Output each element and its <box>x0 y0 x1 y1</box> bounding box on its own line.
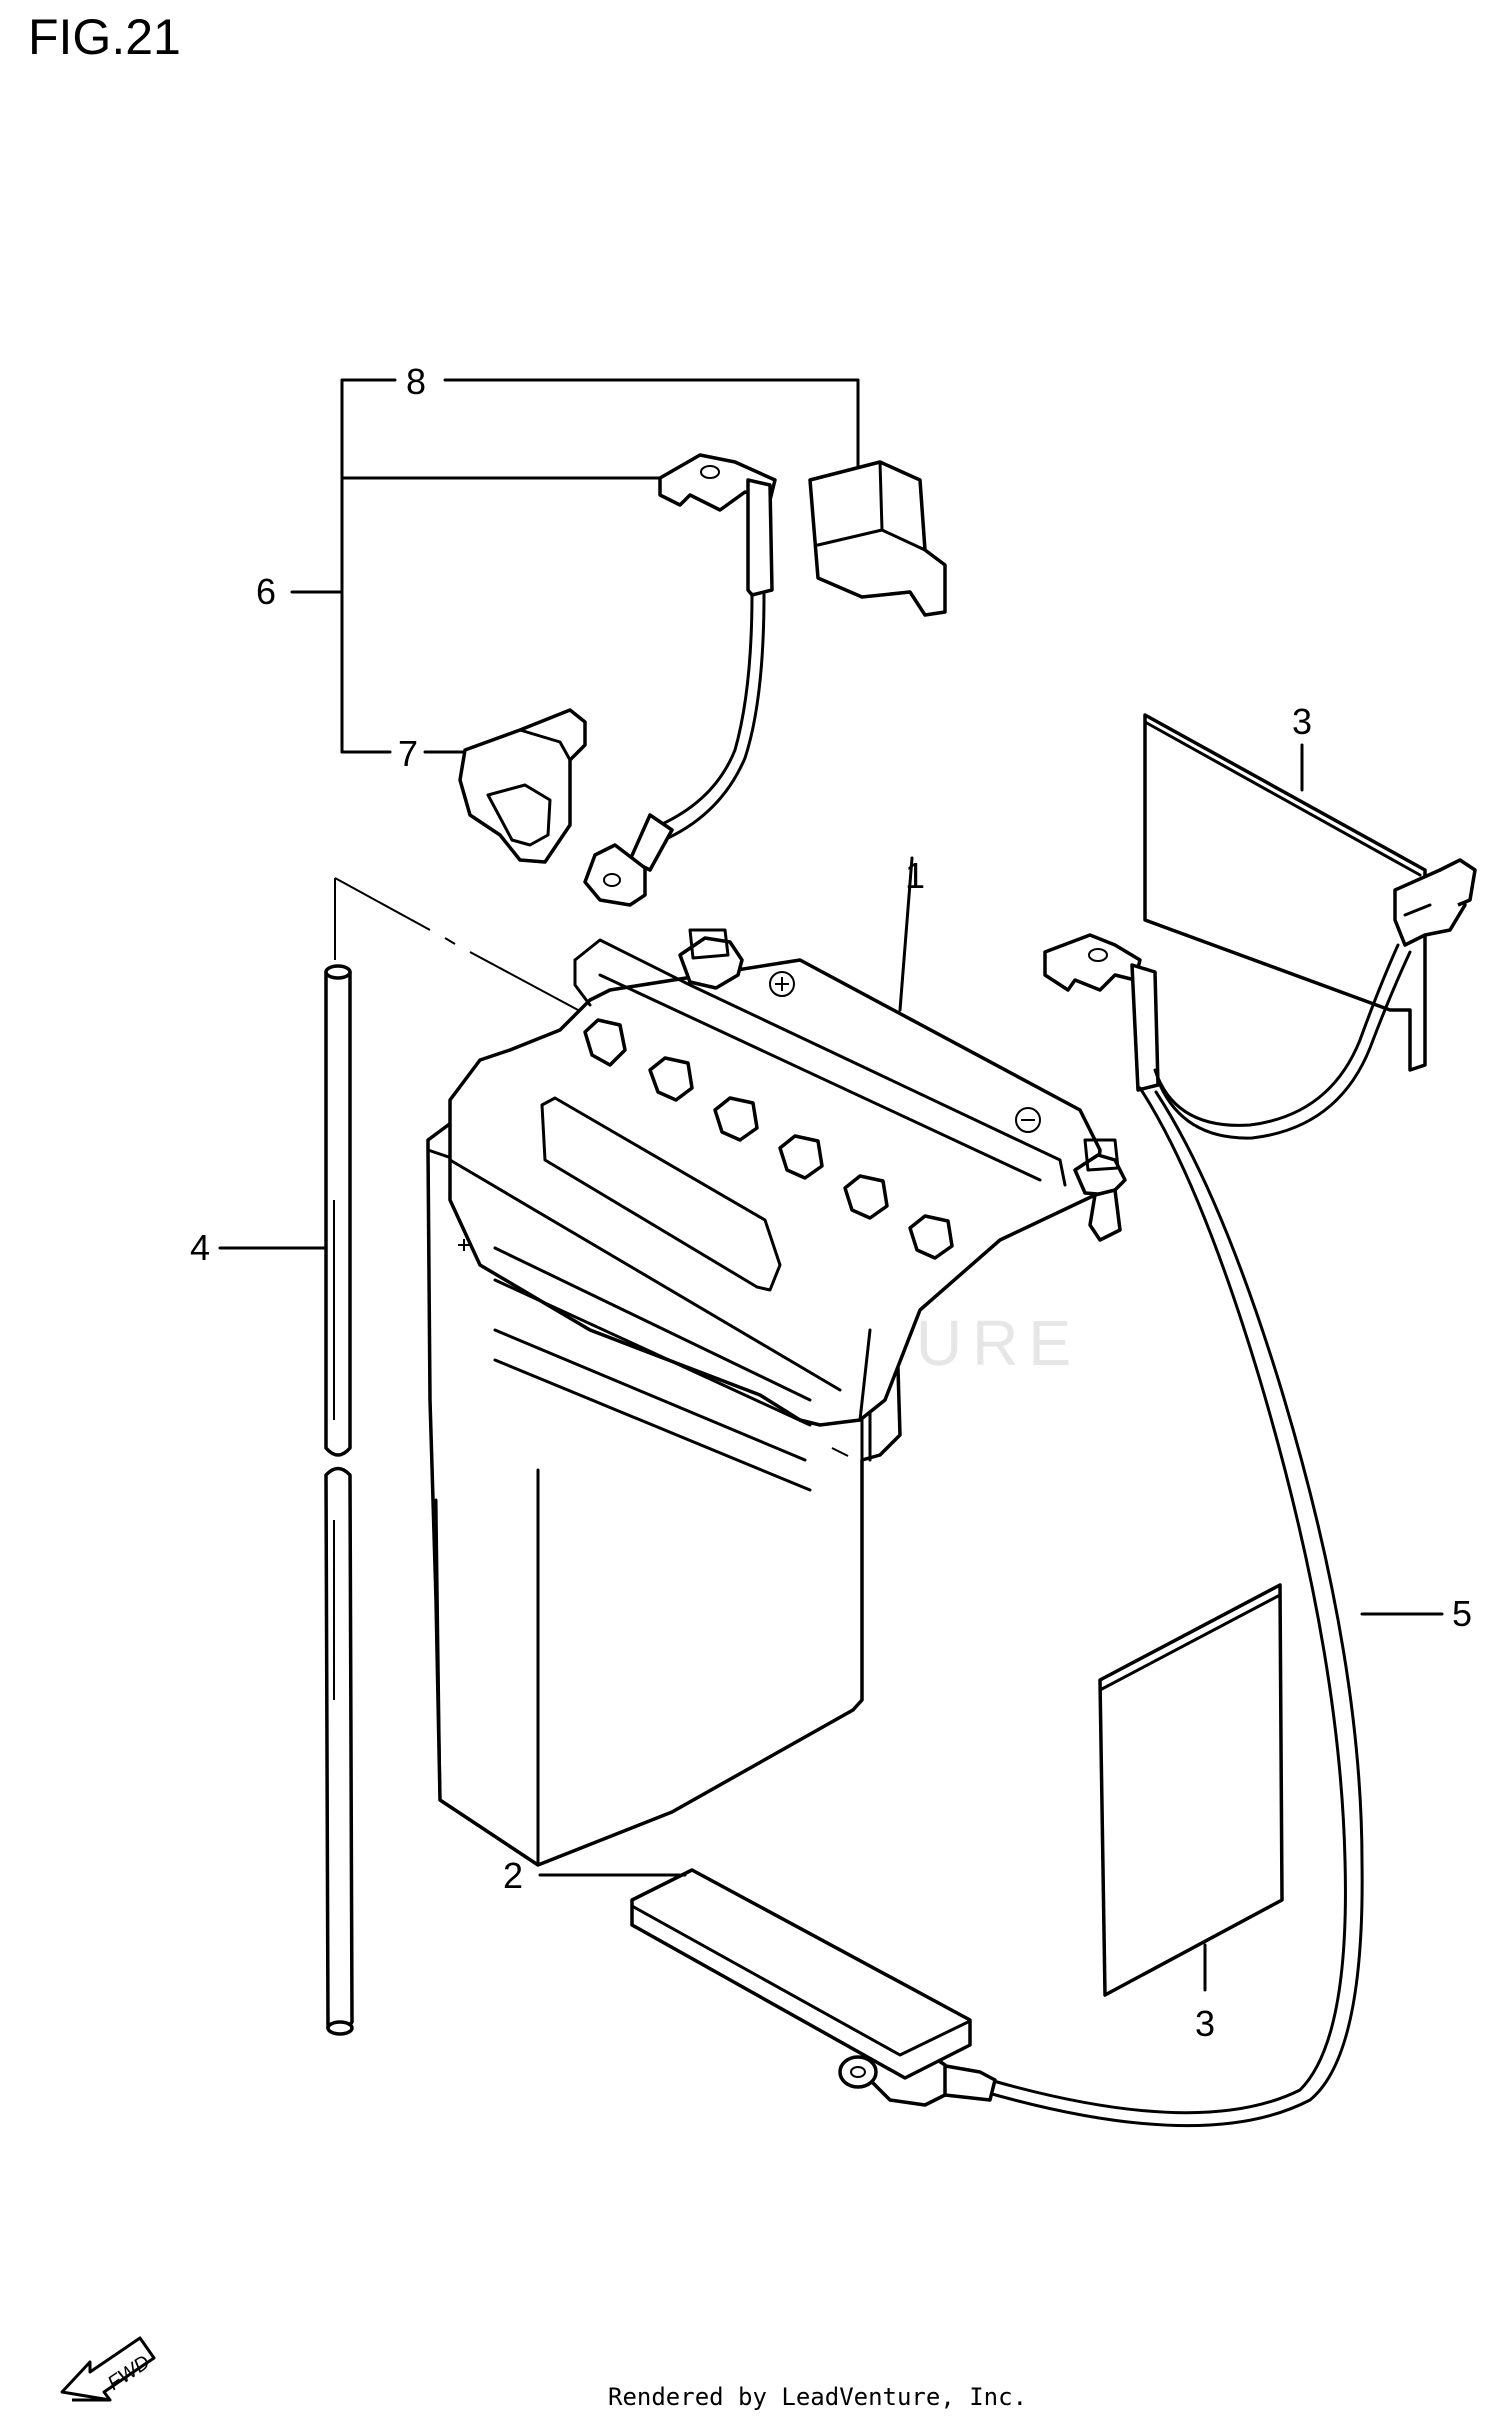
battery-pad <box>630 1868 972 2080</box>
battery-terminal-negative <box>678 928 744 990</box>
fwd-arrow-icon <box>60 2336 156 2402</box>
battery-terminal-positive <box>1073 1138 1127 1242</box>
battery <box>426 928 1127 1867</box>
callout-3-top: 3 <box>1292 701 1312 742</box>
callout-1-leader <box>898 856 914 1012</box>
label-pad-bottom <box>1098 1583 1284 1997</box>
callout-5: 5 <box>1452 1593 1472 1634</box>
callout-7: 7 <box>398 733 418 774</box>
breather-hose <box>324 964 354 2036</box>
footer-credit: Rendered by LeadVenture, Inc. <box>608 2383 1027 2411</box>
callout-1: 1 <box>905 855 925 896</box>
callout-8-bracket <box>290 378 860 754</box>
figure-title: FIG.21 <box>28 9 181 65</box>
terminal-cover-positive <box>808 460 947 617</box>
leader-4-to-battery <box>334 877 579 1011</box>
callout-3-bottom: 3 <box>1195 2003 1215 2044</box>
callout-4: 4 <box>190 1227 210 1268</box>
callout-2: 2 <box>503 1855 523 1896</box>
wire-connector <box>1393 858 1477 947</box>
callout-8: 8 <box>406 361 426 402</box>
terminal-cover-negative <box>458 708 587 864</box>
cell-caps <box>583 1018 954 1260</box>
lead-wire-positive <box>583 453 777 907</box>
callout-6: 6 <box>256 571 276 612</box>
